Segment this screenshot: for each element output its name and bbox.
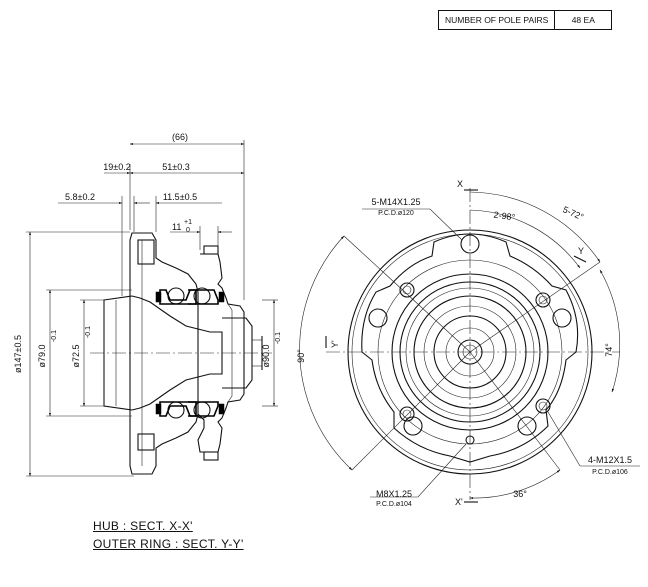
angle-36-arc [469, 469, 561, 500]
center-bore [457, 339, 483, 365]
dim-11-tol-lower: 0 [186, 227, 190, 234]
section-y-prime-label: Y' [330, 340, 340, 348]
section-x-prime-label: X' [455, 497, 463, 507]
dim-72-5: ø72.5 [71, 344, 81, 367]
section-view: (66) 19±0.2 51±0.3 5.8±0.2 11.5±0.5 11 +… [13, 132, 282, 477]
m12-pcd: P.C.D.ø106 [592, 469, 628, 476]
angle-2-98-arc [469, 191, 601, 263]
dim-51: 51±0.3 [162, 162, 189, 172]
section-y-label: Y [578, 246, 584, 256]
m8-spec: M8X1.25 [376, 489, 412, 499]
wheel-bolt-holes [368, 234, 572, 436]
outer-ring-section-label: OUTER RING : SECT. Y-Y' [93, 537, 244, 551]
dim-11: 11 [172, 222, 181, 232]
upper-bearing-balls [155, 287, 225, 305]
angle-74: 74° [604, 343, 614, 357]
leader-bolt-holes [362, 208, 463, 241]
upper-seal-right [218, 291, 225, 303]
leader-m12 [547, 411, 581, 467]
bolt-holes-pcd: P.C.D.ø120 [378, 210, 414, 217]
outer-ring [197, 253, 245, 453]
m8-hole [465, 435, 475, 445]
front-view: X X' Y Y' 5-M14X1.25 P.C.D.ø120 2-98° 5-… [296, 179, 640, 508]
section-x-label: X [457, 179, 463, 189]
hub-bore [103, 295, 223, 411]
dim-11-5: 11.5±0.5 [163, 192, 197, 202]
pole-pairs-table: NUMBER OF POLE PAIRS 48 EA [437, 10, 613, 30]
lower-seal-right [218, 403, 225, 415]
hub-section-label: HUB : SECT. X-X' [93, 519, 193, 533]
upper-seal-left [155, 291, 162, 303]
angle-2-98: 2-98° [493, 210, 516, 223]
dim-90: ø90.0 [261, 344, 271, 367]
lower-wheel-bolt [137, 433, 155, 451]
dim-19: 19±0.2 [103, 162, 130, 172]
pole-pairs-value: 48 EA [554, 10, 613, 30]
dim-79-tol: -0.1 [51, 330, 58, 342]
angle-5-72: 5-72° [561, 204, 585, 222]
m12-holes [399, 282, 551, 422]
angle-36: 36° [513, 489, 527, 499]
lower-seal-left [155, 403, 162, 415]
hub-spigot [222, 317, 253, 389]
dim-66: (66) [172, 132, 188, 142]
dim-147: ø147±0.5 [13, 335, 23, 373]
dim-72-5-tol: -0.1 [85, 326, 92, 338]
lower-bearing-balls [155, 401, 225, 419]
dim-90-tol: -0.1 [275, 332, 282, 344]
m8-pcd: P.C.D.ø104 [376, 501, 412, 508]
dim-79: ø79.0 [37, 344, 47, 367]
dim-5-8: 5.8±0.2 [65, 192, 95, 202]
angle-90: 90° [296, 349, 306, 363]
hub-flange [129, 232, 199, 475]
dim-11-tol-upper: +1 [184, 219, 192, 226]
angle-90-arc [299, 235, 353, 471]
bolt-holes-spec: 5-M14X1.25 [371, 197, 420, 207]
angle-74-arc [599, 269, 621, 393]
pole-pairs-label: NUMBER OF POLE PAIRS [437, 10, 556, 30]
m12-spec: 4-M12X1.5 [588, 455, 632, 465]
flange-lobes [361, 233, 579, 463]
leader-m8 [370, 443, 467, 498]
upper-wheel-bolt [137, 239, 155, 265]
